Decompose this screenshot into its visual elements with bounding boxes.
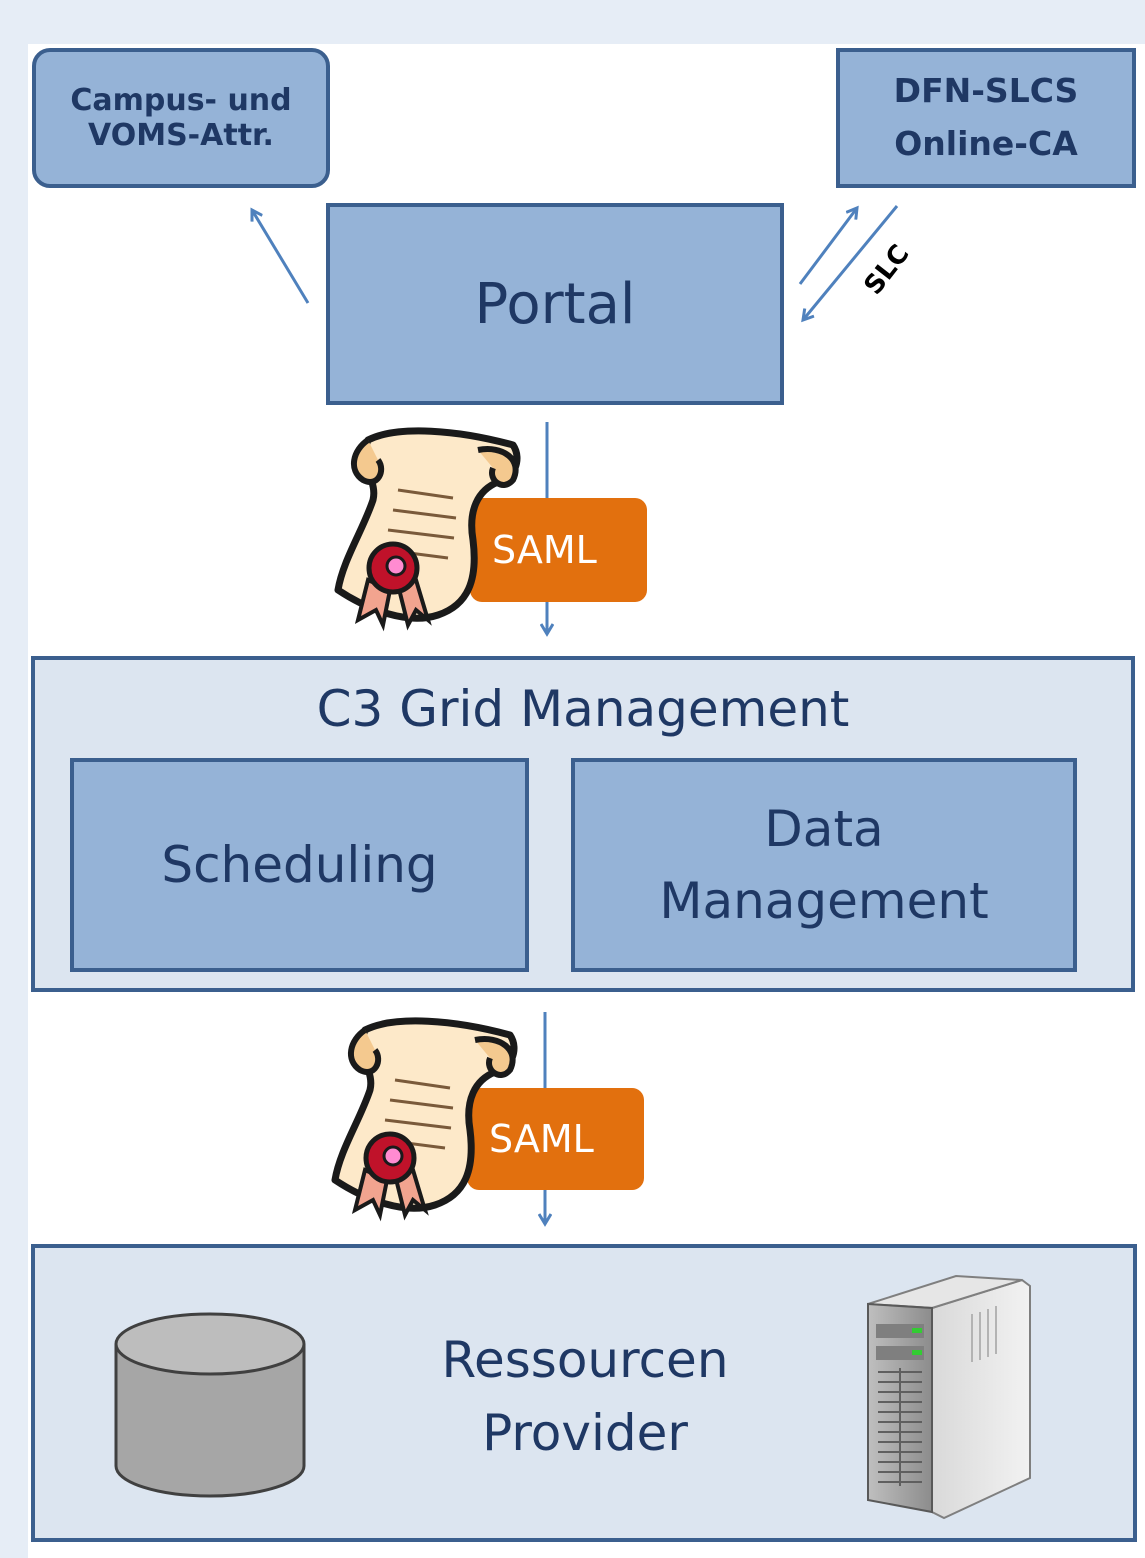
server-tower-icon	[867, 1274, 1031, 1520]
saml-tag-top: SAML	[470, 498, 647, 602]
portal-to-attributes-arrow	[252, 210, 310, 304]
scheduling-box: Scheduling	[70, 758, 529, 972]
certificate-scroll-icon	[334, 427, 521, 632]
saml-tag-bottom-label: SAML	[489, 1117, 594, 1161]
data-management-label: Data Management	[659, 799, 989, 931]
grid-management-title: C3 Grid Management	[316, 680, 850, 738]
portal-to-ca-arrow	[798, 208, 857, 285]
ca-to-portal-slc-arrow	[803, 205, 899, 320]
data-management-box: Data Management	[571, 758, 1077, 972]
saml-tag-top-label: SAML	[492, 528, 597, 572]
saml-tag-bottom: SAML	[467, 1088, 644, 1190]
database-icon	[114, 1312, 306, 1498]
online-ca-box: DFN-SLCS Online-CA	[836, 48, 1136, 188]
online-ca-label: DFN-SLCS Online-CA	[893, 71, 1079, 163]
portal-box: Portal	[326, 203, 784, 405]
portal-label: Portal	[474, 271, 636, 337]
certificate-scroll-icon	[331, 1017, 518, 1222]
scheduling-label: Scheduling	[161, 836, 438, 894]
campus-voms-attributes-label: Campus- und VOMS-Attr.	[70, 83, 292, 153]
campus-voms-attributes-box: Campus- und VOMS-Attr.	[32, 48, 330, 188]
resource-provider-label: Ressourcen Provider	[441, 1331, 729, 1462]
